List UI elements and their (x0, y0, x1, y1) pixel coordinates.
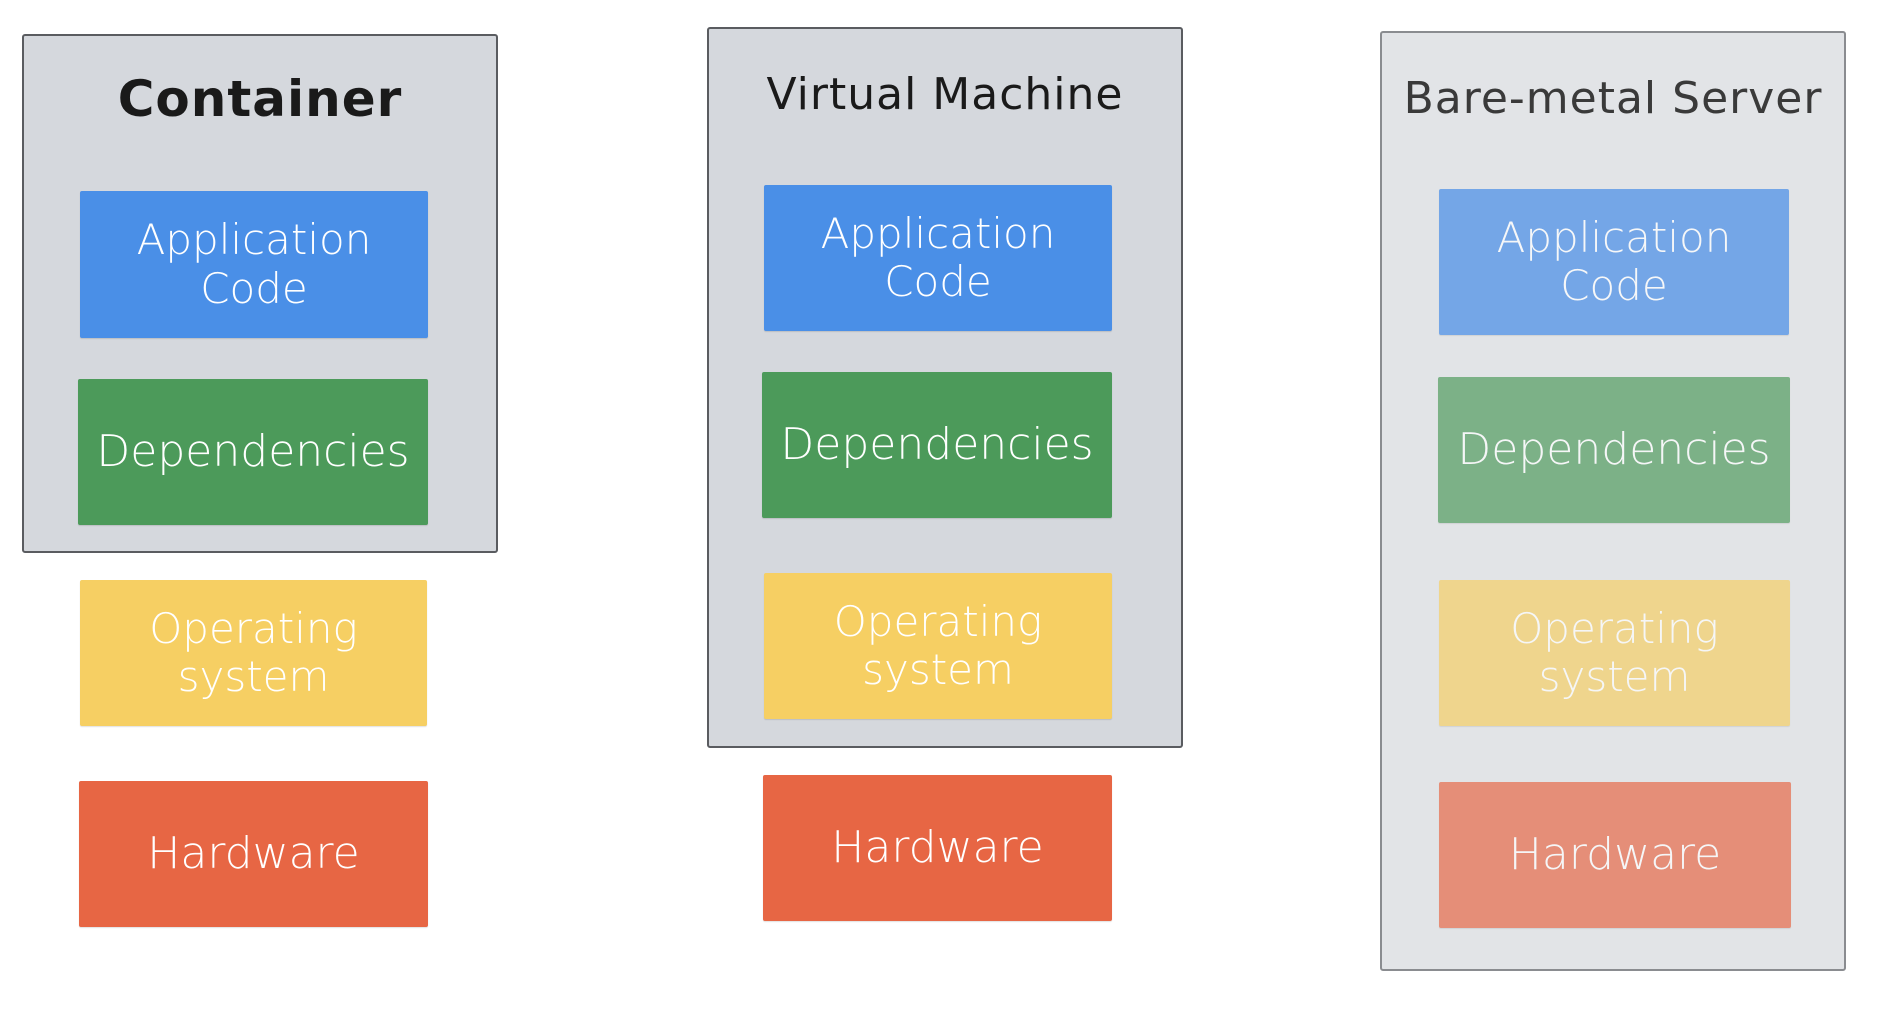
container-title: Container (117, 70, 403, 128)
bare-metal-operating-system-line1: Operating (1510, 603, 1719, 653)
vm-hardware-label: Hardware (831, 821, 1044, 873)
vm-application-code-line1: Application (820, 208, 1056, 258)
vm-dependencies-layer: Dependencies (762, 372, 1112, 518)
bare-metal-dependencies-layer: Dependencies (1438, 377, 1790, 523)
bare-metal-hardware-label: Hardware (1508, 828, 1722, 880)
container-operating-system-line2: system (177, 652, 330, 701)
vm-hardware-layer: Hardware (763, 775, 1112, 921)
vm-dependencies-label: Dependencies (780, 418, 1094, 470)
vm-operating-system-line1: Operating (833, 596, 1043, 646)
bare-metal-operating-system-layer: Operating system (1439, 580, 1790, 726)
virtual-machine-title: Virtual Machine (766, 69, 1124, 120)
bare-metal-dependencies-label: Dependencies (1457, 423, 1771, 475)
vm-operating-system-layer: Operating system (764, 573, 1112, 719)
container-hardware-label: Hardware (147, 827, 360, 879)
bare-metal-operating-system-line2: system (1538, 652, 1691, 701)
vm-application-code-layer: Application Code (764, 185, 1112, 331)
bare-metal-hardware-layer: Hardware (1439, 782, 1791, 928)
container-application-code-line2: Code (200, 263, 308, 313)
bare-metal-application-code-layer: Application Code (1439, 189, 1789, 335)
vm-operating-system-line2: system (862, 645, 1014, 694)
container-operating-system-line1: Operating (149, 603, 358, 653)
container-application-code-layer: Application Code (80, 191, 428, 338)
bare-metal-server-title: Bare-metal Server (1403, 73, 1823, 124)
vm-application-code-line2: Code (884, 257, 992, 306)
container-dependencies-layer: Dependencies (78, 379, 428, 525)
container-dependencies-label: Dependencies (96, 425, 410, 477)
bare-metal-application-code-line1: Application (1496, 212, 1732, 262)
container-operating-system-layer: Operating system (80, 580, 427, 726)
container-hardware-layer: Hardware (79, 781, 428, 927)
container-application-code-line1: Application (136, 215, 372, 265)
bare-metal-application-code-line2: Code (1560, 261, 1668, 310)
